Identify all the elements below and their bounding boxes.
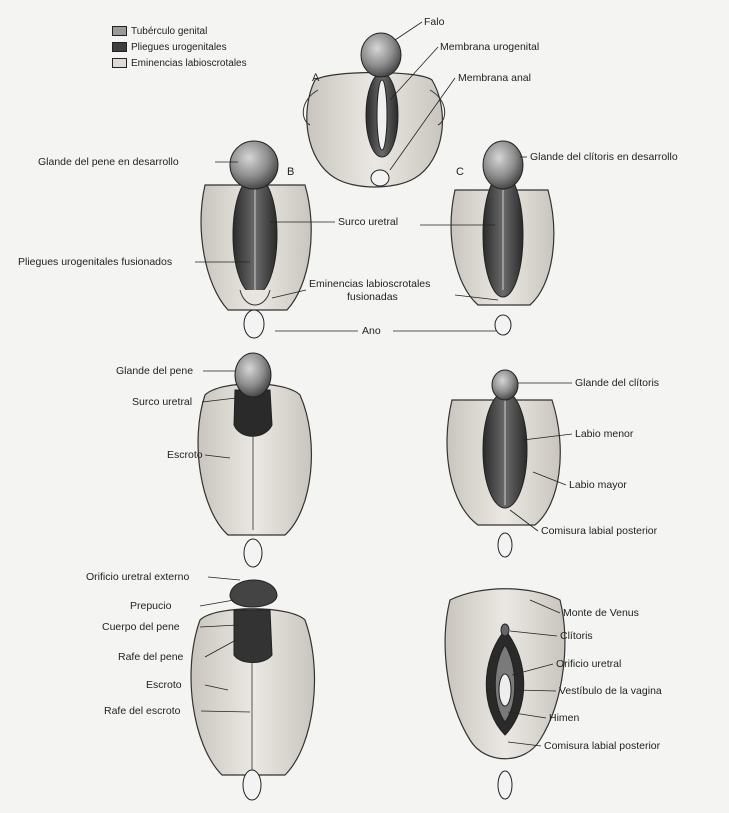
legend-label-eminencias: Eminencias labioscrotales [131,58,247,69]
label-membrana-anal: Membrana anal [458,72,531,84]
label-rafe-escroto: Rafe del escroto [104,705,180,717]
label-monte-venus: Monte de Venus [563,607,639,619]
legend-label-tuberculo: Tubérculo genital [131,26,207,37]
panel-letter-b: B [287,166,294,178]
legend-label-pliegues: Pliegues urogenitales [131,42,227,53]
legend-item-tuberculo: Tubérculo genital [112,24,207,38]
stage-b-male-early [201,141,311,338]
label-pliegues-fusionados: Pliegues urogenitales fusionados [18,256,172,268]
stage-a-indifferent [303,33,444,187]
label-escroto-2: Escroto [146,679,182,691]
stage-female-adult [445,589,565,799]
label-membrana-urogenital: Membrana urogenital [440,41,539,53]
label-falo: Falo [424,16,444,28]
label-cuerpo-pene: Cuerpo del pene [102,621,180,633]
label-clitoris: Clítoris [560,630,593,642]
panel-letter-a: A [312,72,319,84]
legend-item-pliegues: Pliegues urogenitales [112,40,227,54]
label-himen: Himen [549,712,579,724]
label-rafe-pene: Rafe del pene [118,651,183,663]
label-glande-pene-desarrollo: Glande del pene en desarrollo [38,156,179,168]
label-labio-mayor: Labio mayor [569,479,627,491]
label-vestibulo: Vestíbulo de la vagina [559,685,662,697]
label-orificio-uretral: Orificio uretral [556,658,621,670]
legend-swatch-tuberculo [112,26,127,36]
legend-swatch-eminencias [112,58,127,68]
label-ano: Ano [362,325,381,337]
label-eminencias-fusionadas-2: fusionadas [347,291,398,303]
legend-swatch-pliegues [112,42,127,52]
label-comisura-1: Comisura labial posterior [541,525,657,537]
label-comisura-2: Comisura labial posterior [544,740,660,752]
label-surco-uretral: Surco uretral [132,396,192,408]
label-eminencias-fusionadas-1: Eminencias labioscrotales [309,278,430,290]
label-orificio-externo: Orificio uretral externo [86,571,189,583]
label-glande-clitoris: Glande del clítoris [575,377,659,389]
label-glande-clitoris-desarrollo: Glande del clítoris en desarrollo [530,151,678,163]
label-labio-menor: Labio menor [575,428,633,440]
label-surco-uretral-center: Surco uretral [338,216,398,228]
label-glande-pene: Glande del pene [116,365,193,377]
legend-item-eminencias: Eminencias labioscrotales [112,56,247,70]
stage-c-female-early [451,141,554,335]
stage-male-middle [198,353,311,567]
panel-letter-c: C [456,166,464,178]
label-escroto-1: Escroto [167,449,203,461]
stage-male-adult [191,580,314,800]
label-prepucio: Prepucio [130,600,171,612]
